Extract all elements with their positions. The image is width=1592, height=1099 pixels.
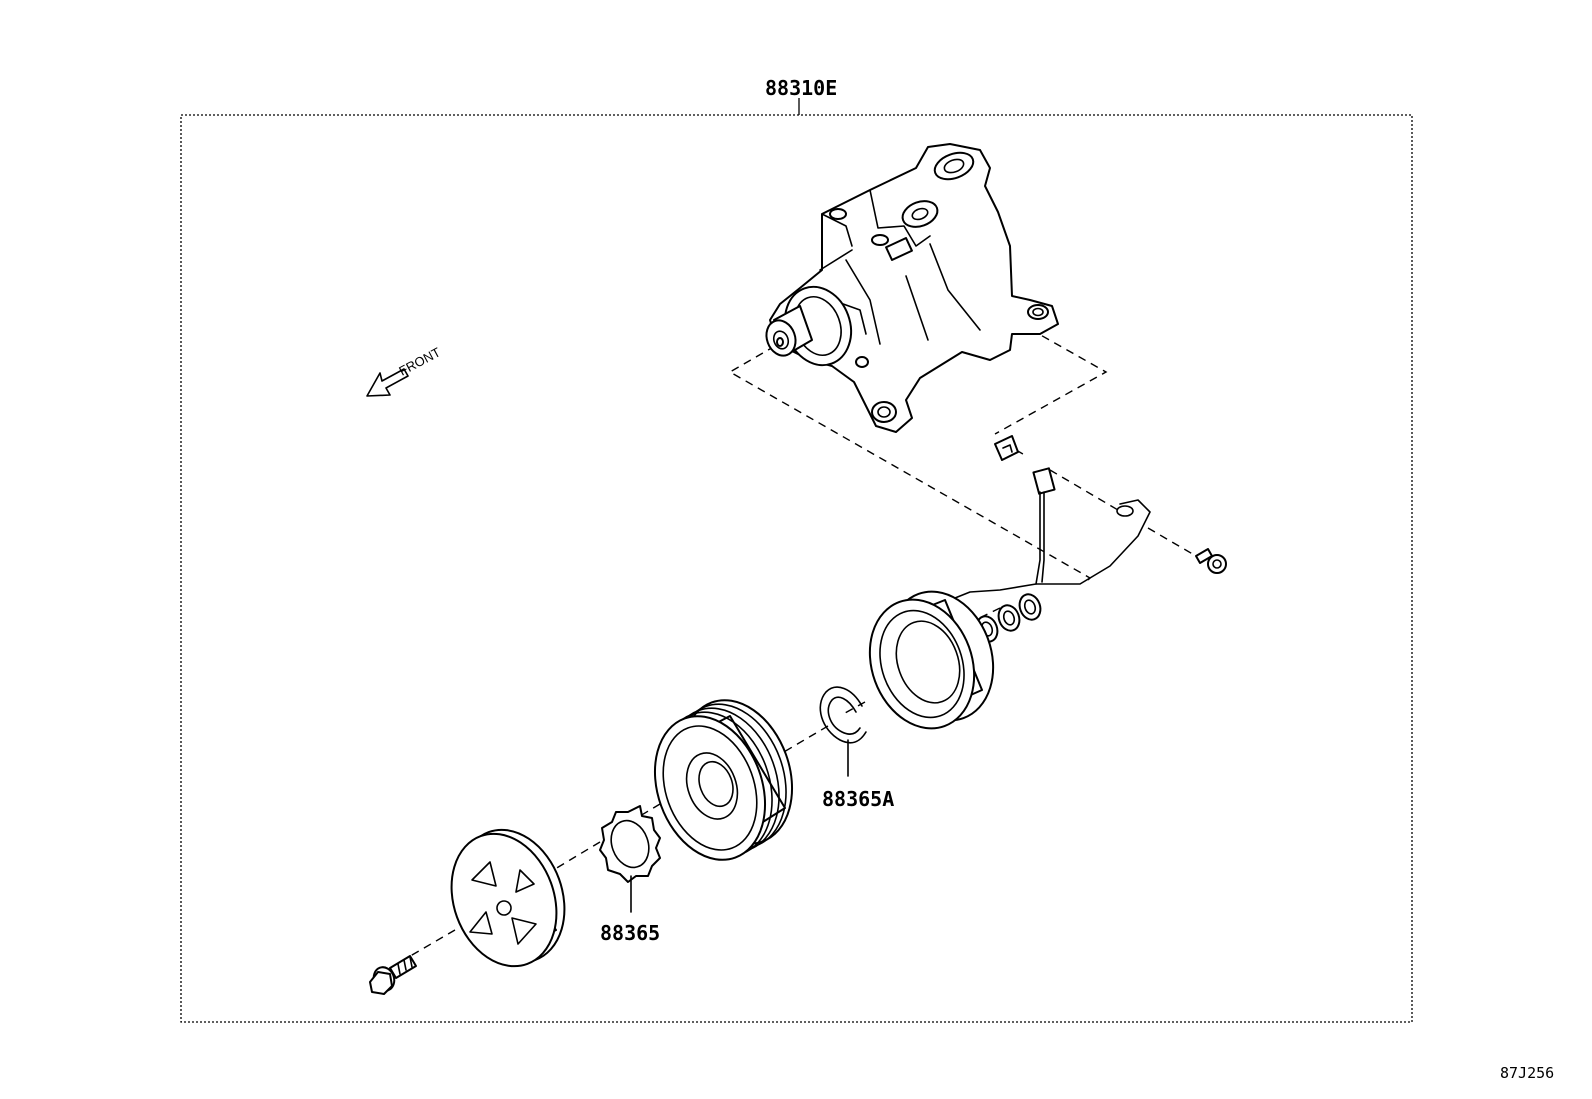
field-coil [868, 590, 995, 730]
armature-plate [450, 828, 566, 968]
callout-88365a: 88365A [822, 787, 894, 811]
connector-clip [994, 435, 1019, 461]
front-arrow-icon: FRONT [366, 344, 443, 397]
front-label: FRONT [396, 344, 443, 378]
pulley [653, 699, 794, 861]
compressor-body [765, 143, 1059, 433]
snap-ring-88365a: 88365A [819, 686, 894, 811]
center-bolt [369, 955, 417, 995]
diagram-ref: 87J256 [1500, 1064, 1554, 1082]
callout-88310e: 88310E [765, 76, 837, 100]
assembly-frame [180, 114, 1413, 1023]
shim-washers [975, 593, 1042, 643]
wire-harness [954, 467, 1151, 599]
callout-88365: 88365 [600, 921, 660, 945]
washer-88365: 88365 [599, 805, 661, 945]
harness-bolt [1195, 548, 1227, 574]
